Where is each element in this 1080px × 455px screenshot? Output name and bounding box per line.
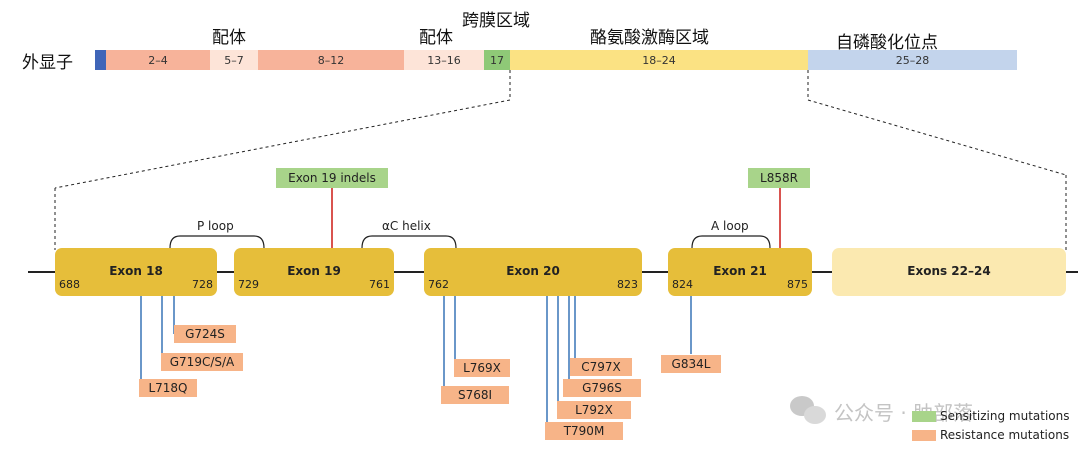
t790m-stem	[546, 296, 548, 430]
g719-box: G719C/S/A	[161, 353, 243, 371]
c797x-stem	[574, 296, 576, 366]
zoom-dash-left-diagonal	[54, 99, 511, 189]
a-loop-label: A loop	[711, 219, 749, 233]
exon-18-box: Exon 18 688 728	[55, 248, 217, 296]
l769x-box: L769X	[454, 359, 510, 377]
legend-sensitizing: Sensitizing mutations	[912, 409, 1070, 423]
g834l-box: G834L	[661, 355, 721, 373]
a-loop-bracket	[691, 235, 771, 249]
exon-19-name: Exon 19	[287, 264, 341, 278]
segment-8-12: 8–12	[258, 50, 404, 70]
l858r-box: L858R	[748, 168, 810, 188]
g796s-stem	[568, 296, 570, 388]
exons-22-24-name: Exons 22–24	[907, 264, 991, 278]
exon-19-end: 761	[369, 278, 390, 291]
zoom-dash-right-diagonal	[807, 99, 1067, 176]
exon-20-start: 762	[428, 278, 449, 291]
exon-21-name: Exon 21	[713, 264, 767, 278]
l718q-stem	[140, 296, 142, 388]
exon-18-start: 688	[59, 278, 80, 291]
exons-22-24-box: Exons 22–24	[832, 248, 1066, 296]
segment-17: 17	[484, 50, 510, 70]
exon-21-start: 824	[672, 278, 693, 291]
p-loop-bracket	[169, 235, 265, 249]
segment-5-7: 5–7	[210, 50, 258, 70]
exon-row-label: 外显子	[22, 53, 73, 73]
s768i-stem	[443, 296, 445, 394]
exon-19-box: Exon 19 729 761	[234, 248, 394, 296]
g724s-stem	[173, 296, 175, 334]
ac-helix-bracket	[361, 235, 457, 249]
watermark-text: 公众号 · 肿部落	[834, 400, 974, 425]
exon19-indels-box: Exon 19 indels	[276, 168, 388, 188]
exon-18-name: Exon 18	[109, 264, 163, 278]
segment-2-4: 2–4	[106, 50, 210, 70]
l769x-stem	[454, 296, 456, 368]
watermark: 公众号 · 肿部落	[790, 396, 973, 426]
g834l-stem	[690, 296, 692, 354]
domain-label-transmembrane: 跨膜区域	[462, 11, 530, 31]
exon-20-end: 823	[617, 278, 638, 291]
legend-resistance-label: Resistance mutations	[940, 428, 1070, 442]
t790m-box: T790M	[545, 422, 623, 440]
segment-13-16: 13–16	[404, 50, 484, 70]
domain-label-kinase: 酪氨酸激酶区域	[590, 28, 709, 48]
ac-helix-label: αC helix	[382, 219, 431, 233]
exon-18-end: 728	[192, 278, 213, 291]
legend-sensitizing-label: Sensitizing mutations	[940, 409, 1070, 423]
legend-resistance-swatch	[912, 429, 936, 441]
legend-sensitizing-swatch	[912, 410, 936, 422]
exon-20-name: Exon 20	[506, 264, 560, 278]
exon-21-end: 875	[787, 278, 808, 291]
g719-stem	[161, 296, 163, 362]
segment-25-28: 25–28	[808, 50, 1017, 70]
wechat-icon	[790, 396, 828, 426]
exon-19-start: 729	[238, 278, 259, 291]
domain-label-ligand-2: 配体	[419, 28, 453, 48]
exon-20-box: Exon 20 762 823	[424, 248, 642, 296]
exon-21-box: Exon 21 824 875	[668, 248, 812, 296]
domain-label-autophosphorylation: 自磷酸化位点	[836, 33, 938, 53]
legend-resistance: Resistance mutations	[912, 428, 1069, 442]
s768i-box: S768I	[441, 386, 509, 404]
l792x-stem	[557, 296, 559, 410]
segment-signal	[95, 50, 106, 70]
l718q-box: L718Q	[139, 379, 197, 397]
l792x-box: L792X	[557, 401, 631, 419]
p-loop-label: P loop	[197, 219, 234, 233]
g796s-box: G796S	[563, 379, 641, 397]
g724s-box: G724S	[174, 325, 236, 343]
c797x-box: C797X	[570, 358, 632, 376]
segment-18-24: 18–24	[510, 50, 808, 70]
domain-label-ligand-1: 配体	[212, 28, 246, 48]
